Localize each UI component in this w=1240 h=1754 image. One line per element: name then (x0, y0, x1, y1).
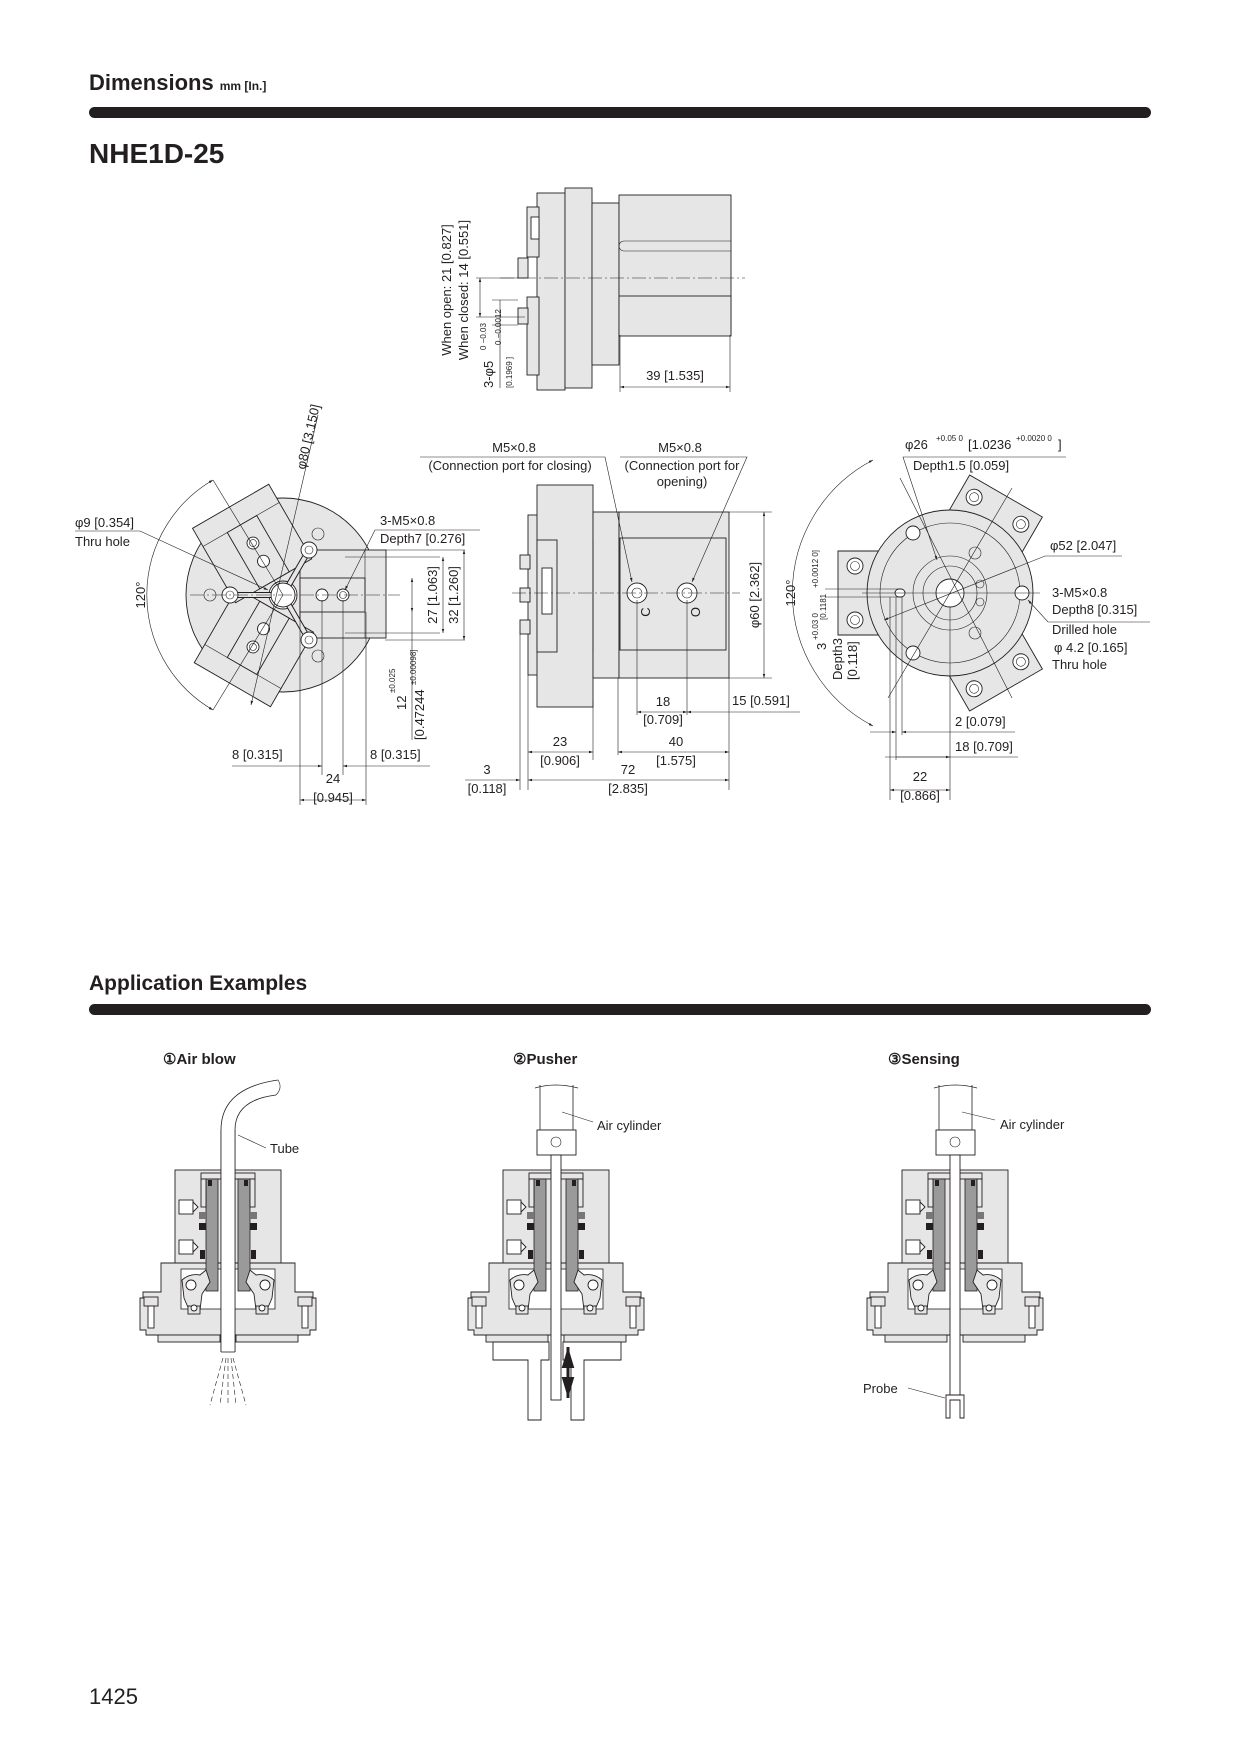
dim-angle-120: 120° (133, 582, 148, 609)
dim-18-in: [0.709] (643, 712, 683, 727)
section-divider (89, 1004, 1151, 1015)
hole-note: Thru hole (75, 534, 130, 549)
example-label: ①Air blow (163, 1051, 236, 1068)
bore-dia: φ26 (905, 437, 928, 452)
units-label: mm [In.] (219, 79, 267, 93)
dim-12-in-tol: ±0.00098] (409, 649, 418, 685)
dim-hole-9: φ9 [0.354] (75, 515, 134, 530)
port-close-thread: M5×0.8 (492, 440, 536, 455)
example-air-blow: ①Air blow Tube (140, 1051, 316, 1406)
pin-tol: 0 −0.03 (479, 323, 488, 350)
dim-3: 3 (483, 762, 490, 777)
example-label: ③Sensing (888, 1051, 960, 1068)
dim-3-in: [0.118] (468, 781, 507, 796)
dim-dia-52: φ52 [2.047] (1050, 538, 1116, 553)
rear-view: 120° φ26 +0.05 0 [1.0236 +0.0020 0 ] Dep… (783, 434, 1150, 803)
tap-depth: Depth8 [0.315] (1052, 602, 1137, 617)
pin-inch: [0.1969 ] (505, 357, 514, 388)
example-label: ②Pusher (513, 1051, 577, 1068)
dim-22-in: [0.866] (900, 788, 940, 803)
dim-40: 40 (669, 734, 683, 749)
pin-tol: +0.03 0 (811, 613, 820, 640)
dim-dia-60: φ60 [2.362] (747, 562, 762, 628)
pin-in: [0.1181 (819, 593, 828, 620)
air-cylinder-callout: Air cylinder (1000, 1117, 1065, 1132)
dimensions-heading: Dimensions mm [In.] (89, 70, 266, 96)
section-divider (89, 107, 1151, 118)
dimensions-title: Dimensions (89, 70, 214, 95)
pin-inch-tol: 0 −0.0012 (494, 309, 503, 345)
pin-dia: 3-φ5 (481, 361, 496, 388)
dim-72-in: [2.835] (608, 781, 648, 796)
dim-8-right: 8 [0.315] (370, 747, 421, 762)
dim-18: 18 [0.709] (955, 739, 1013, 754)
dim-39: 39 [1.535] (646, 368, 704, 383)
dim-12-in: [0.47244 (412, 689, 427, 740)
dim-open: When open: 21 [0.827] (439, 224, 454, 356)
pin-depth: Depth3 (830, 638, 845, 680)
side-view: C O M5×0.8 (Connection port for closing)… (420, 440, 800, 796)
dim-24: 24 (326, 771, 340, 786)
dim-32: 32 [1.260] (446, 566, 461, 624)
dim-72: 72 (621, 762, 635, 777)
example-sensing: ③Sensing Air cylinder Probe (863, 1051, 1065, 1419)
air-cylinder-callout: Air cylinder (597, 1118, 662, 1133)
applications-heading: Application Examples (89, 972, 308, 995)
drill-label: Drilled hole (1052, 622, 1117, 637)
dim-12: 12 (394, 696, 409, 710)
bore-depth: Depth1.5 [0.059] (913, 458, 1009, 473)
port-o-label: O (688, 607, 703, 617)
pin-in-tol: +0.0012 0] (811, 550, 820, 588)
dim-8-left: 8 [0.315] (232, 747, 283, 762)
port-close-note: (Connection port for closing) (428, 458, 591, 473)
dim-18: 18 (656, 694, 670, 709)
dim-40-in: [1.575] (656, 753, 696, 768)
pin-depth-in: [0.118] (845, 641, 860, 680)
drill-dia: φ 4.2 [0.165] (1054, 640, 1127, 655)
port-open-note: (Connection port for (625, 458, 741, 473)
pin-dia: 3 (814, 643, 829, 650)
dim-22: 22 (913, 769, 927, 784)
drill-note: Thru hole (1052, 657, 1107, 672)
model-title: NHE1D-25 (89, 138, 225, 169)
tap-label: 3-M5×0.8 (1052, 585, 1107, 600)
tube-callout: Tube (270, 1141, 299, 1156)
bore-tol: +0.05 0 (936, 434, 963, 443)
example-pusher: ②Pusher Air cylinder (468, 1051, 662, 1421)
port-open-thread: M5×0.8 (658, 440, 702, 455)
dim-23: 23 (553, 734, 567, 749)
tap-depth: Depth7 [0.276] (380, 531, 465, 546)
dim-24-in: [0.945] (313, 790, 353, 805)
dim-angle-120: 120° (783, 580, 798, 607)
bore-in-tol: +0.0020 0 (1016, 434, 1052, 443)
dim-2: 2 [0.079] (955, 714, 1006, 729)
dim-15: 15 [0.591] (732, 693, 790, 708)
dim-23-in: [0.906] (540, 753, 580, 768)
dim-27: 27 [1.063] (425, 566, 440, 624)
probe-callout: Probe (863, 1381, 898, 1396)
dim-closed: When closed: 14 [0.551] (456, 220, 471, 360)
top-view: 39 [1.535] When open: 21 [0.827] When cl… (439, 187, 745, 392)
page-number: 1425 (89, 1684, 138, 1709)
front-view: φ80 [3.150] 120° φ9 [0.354] Thru hole 3-… (75, 403, 480, 805)
bore-in: [1.0236 (968, 437, 1011, 452)
port-c-label: C (638, 607, 653, 616)
dim-12-tol: ±0.025 (388, 668, 397, 693)
dim-dia-80: φ80 [3.150] (293, 403, 323, 471)
tap-label: 3-M5×0.8 (380, 513, 435, 528)
port-open-note-2: opening) (657, 474, 708, 489)
bore-in-close: ] (1058, 437, 1062, 452)
